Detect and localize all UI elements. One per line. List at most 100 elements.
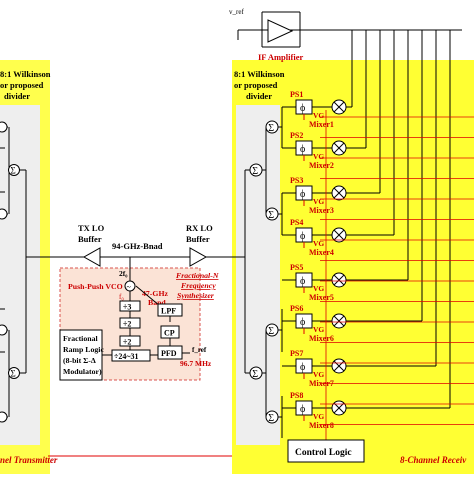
fref-value: 96.7 MHz — [180, 359, 212, 368]
receiver-bottom-label: 8-Channel Receiv — [400, 455, 467, 465]
phase-shifter-label: PS4 — [290, 218, 303, 227]
rx-combiner-c — [265, 120, 279, 134]
div2b-block — [119, 335, 141, 347]
rx-lo-buffer — [189, 247, 208, 267]
phase-shifter-label: PS5 — [290, 263, 303, 272]
mixer-label: Mixer4 — [309, 248, 334, 257]
ramp-logic-box — [59, 329, 103, 381]
phase-shifter-label: PS1 — [290, 90, 303, 99]
rx-sum-e: Σ — [268, 326, 274, 337]
mixer-label: Mixer8 — [309, 421, 334, 430]
div3-label: ÷3 — [123, 303, 131, 312]
synth-wiring — [100, 285, 190, 356]
phase-shifter-phi: ϕ — [300, 231, 305, 242]
vg-label: VG — [313, 325, 324, 334]
cp-block — [160, 325, 180, 339]
vref-label: v_ref — [229, 8, 244, 16]
band-label: 94-GHz-Bnad — [112, 241, 163, 251]
vg-label: VG — [313, 239, 324, 248]
tx-divider-label-2: or proposed — [0, 80, 44, 90]
phase-shifter-label: PS6 — [290, 304, 303, 313]
tx-combiner-2 — [0, 208, 8, 220]
tx-lo-buffer-label-2: Buffer — [78, 234, 102, 244]
control-logic-box — [287, 439, 365, 463]
synth-label-1: Fractional-N — [176, 271, 219, 280]
rx-sum-c: Σ — [268, 123, 274, 134]
mixer-cross — [333, 229, 345, 241]
synth-label-3: Synthesizer — [177, 291, 215, 300]
f0-label: f₀ — [119, 293, 124, 301]
receiver-inner-panel — [236, 105, 280, 445]
phase-shifter-phi: ϕ — [300, 404, 305, 415]
rx-tree-wiring — [236, 107, 283, 438]
band-47-label: 47-GHz — [142, 289, 169, 298]
phase-shifter-phi: ϕ — [300, 276, 305, 287]
tx-sum-symbol-6: Σ — [11, 369, 16, 379]
div2b-label: ÷2 — [123, 338, 131, 347]
phase-shifter-label: PS3 — [290, 176, 303, 185]
tx-combiners: Σ Σ — [0, 121, 20, 423]
mixer-cross — [333, 402, 345, 414]
tx-combiner-4 — [0, 411, 8, 423]
mixer-cross — [333, 142, 345, 154]
tx-combiner-3 — [0, 324, 8, 336]
phase-shifter-label: PS8 — [290, 391, 303, 400]
cp-label: CP — [164, 329, 175, 338]
rx-channel-group: ϕPS1VGMixer1ϕPS2VGMixer2ϕPS3VGMixer3ϕPS4… — [282, 90, 352, 430]
rx-sum-f: Σ — [268, 413, 274, 424]
rx-combiner-a — [249, 163, 263, 177]
tx-lo-buffer — [82, 247, 101, 267]
rx-combiners: Σ Σ Σ Σ Σ Σ — [249, 120, 279, 424]
mixer-label: Mixer3 — [309, 206, 334, 215]
if-amplifier-label: IF Amplifier — [258, 52, 303, 62]
ramp-label-1: Fractional — [63, 334, 98, 343]
pfd-label: PFD — [161, 349, 177, 358]
tx-combiner-6 — [8, 367, 20, 379]
mixer-label: Mixer2 — [309, 161, 334, 170]
vg-label: VG — [313, 412, 324, 421]
tx-combiner-1 — [0, 121, 8, 133]
rx-sum-b: Σ — [252, 369, 258, 380]
pfd-block — [157, 345, 183, 360]
rx-combiner-f — [265, 410, 279, 424]
mixer-label: Mixer1 — [309, 120, 334, 129]
vg-label: VG — [313, 152, 324, 161]
rx-combiner-e — [265, 323, 279, 337]
phase-shifter-label: PS2 — [290, 131, 303, 140]
rx-combiner-d — [265, 207, 279, 221]
rx-lo-buffer-label-1: RX LO — [186, 223, 213, 233]
rx-bus-wiring — [320, 30, 474, 440]
rx-sum-a: Σ — [252, 166, 258, 177]
synth-label-2: Frequency — [181, 281, 216, 290]
div24-label: ÷24~31 — [114, 352, 139, 361]
lpf-block — [157, 303, 183, 317]
phase-shifter-phi: ϕ — [300, 362, 305, 373]
vg-label: VG — [313, 111, 324, 120]
tx-combiner-5 — [8, 164, 20, 176]
mixer-cross — [333, 101, 345, 113]
mixer-label: Mixer6 — [309, 334, 334, 343]
vco-label: Push-Push VCO — [68, 282, 123, 291]
div24-block — [111, 349, 151, 362]
phase-shifter-phi: ϕ — [300, 144, 305, 155]
transmitter-inner-panel — [0, 105, 40, 445]
tx-divider-label-1: 8:1 Wilkinson — [0, 69, 51, 79]
div2a-block — [119, 317, 141, 329]
mixer-cross — [333, 315, 345, 327]
vg-label: VG — [313, 197, 324, 206]
vco-tilde: ~ — [127, 283, 132, 292]
tx-divider-label-3: divider — [4, 91, 30, 101]
vg-label: VG — [313, 370, 324, 379]
tx-sum-symbol-5: Σ — [11, 166, 16, 176]
phase-shifter-phi: ϕ — [300, 189, 305, 200]
vg-label: VG — [313, 284, 324, 293]
phase-shifter-phi: ϕ — [300, 317, 305, 328]
if-amplifier-symbol — [267, 19, 294, 43]
fref-label: f_ref — [192, 346, 207, 354]
ramp-label-2: Ramp Logic — [63, 345, 104, 354]
div3-block — [119, 300, 141, 312]
div2a-label: ÷2 — [123, 320, 131, 329]
transmitter-bottom-label: nel Transmitter — [0, 455, 58, 465]
two-f0-label: 2f₀ — [119, 269, 128, 278]
